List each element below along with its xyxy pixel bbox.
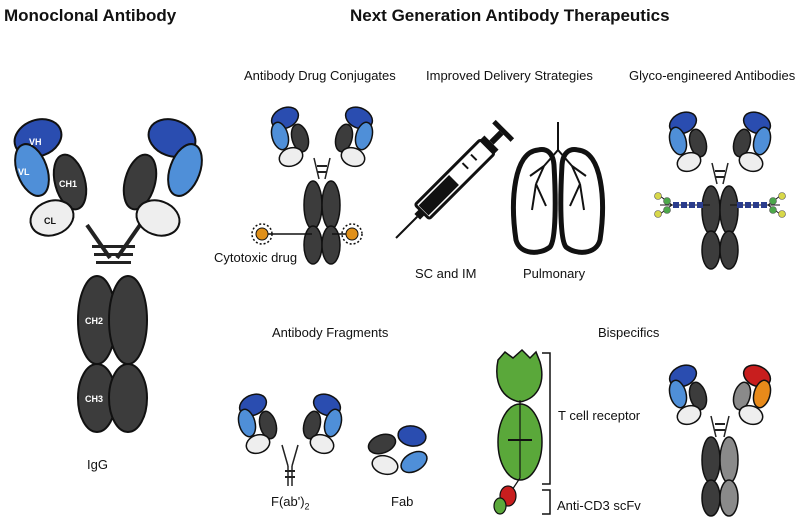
igg-hinge-left (85, 223, 112, 260)
glyco-antibody (665, 107, 775, 270)
bispecific-antibody (668, 364, 772, 517)
section-bispecifics: Bispecifics (598, 325, 660, 340)
section-fragments: Antibody Fragments (272, 325, 389, 340)
igg-ch1-left (52, 153, 88, 211)
label-ch2: CH2 (85, 316, 103, 326)
fab-fragment (367, 425, 428, 476)
tcr-variable-domain (496, 348, 543, 403)
label-igg: IgG (87, 457, 108, 472)
igg-disulfide-3 (96, 261, 131, 264)
igg-hinge-right (115, 223, 142, 260)
section-delivery: Improved Delivery Strategies (426, 68, 593, 83)
cytotoxic-drug-right (341, 223, 363, 245)
igg-disulfide-2 (94, 253, 133, 256)
label-cl: CL (44, 216, 56, 226)
fab2-fragment (237, 393, 343, 486)
lungs-icon (511, 122, 605, 255)
cytotoxic-drug-left (251, 223, 273, 245)
glycan-chain-left (654, 192, 710, 218)
igg-ch1-right (122, 153, 158, 211)
label-vl: VL (18, 167, 30, 177)
igg-ch2-right (108, 275, 148, 365)
igg-ch3-right (108, 363, 148, 433)
igg-antibody: VH VL CH1 CL CH2 CH3 (13, 118, 203, 433)
label-vh: VH (29, 137, 42, 147)
syringe-icon (395, 119, 515, 239)
label-ch1: CH1 (59, 179, 77, 189)
title-monoclonal-antibody: Monoclonal Antibody (4, 6, 177, 25)
label-fab: Fab (391, 494, 414, 509)
tcr-bispecific (493, 348, 543, 515)
tcr-bracket (542, 352, 551, 515)
label-anti-cd3-scfv: Anti-CD3 scFv (557, 498, 641, 513)
label-ch3: CH3 (85, 394, 103, 404)
section-glyco: Glyco-engineered Antibodies (629, 68, 796, 83)
scfv-domain-b (493, 497, 507, 515)
label-pulmonary: Pulmonary (523, 266, 586, 281)
adc-antibody (251, 102, 377, 265)
title-next-generation: Next Generation Antibody Therapeutics (350, 6, 670, 25)
igg-cl-left (29, 199, 75, 237)
igg-vl-right (167, 143, 203, 197)
label-sc-im: SC and IM (415, 266, 477, 281)
igg-disulfide-1 (92, 245, 135, 248)
igg-cl-right (135, 199, 181, 237)
section-adc: Antibody Drug Conjugates (244, 68, 396, 83)
label-fab2: F(ab')2 (271, 494, 310, 512)
glycan-chain-right (730, 192, 786, 218)
label-cytotoxic-drug: Cytotoxic drug (214, 250, 298, 265)
igg-vl-left (14, 143, 50, 197)
label-tcr: T cell receptor (558, 408, 641, 423)
